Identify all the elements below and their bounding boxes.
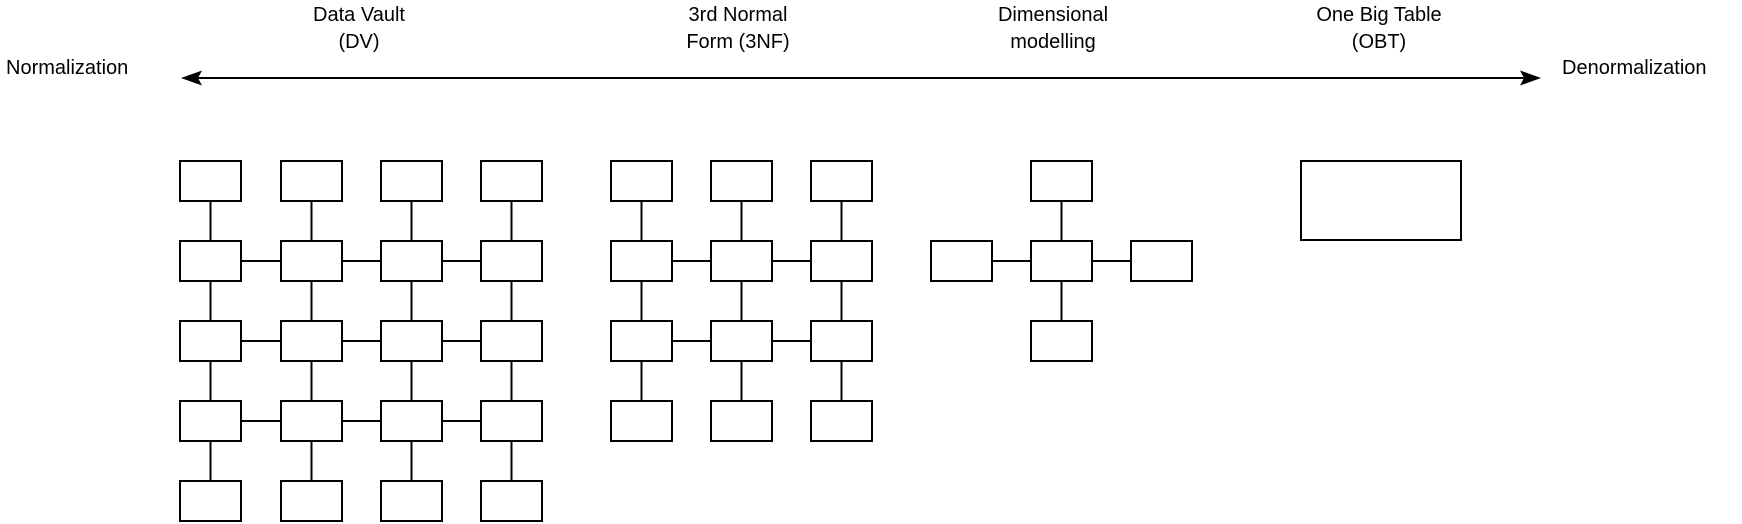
one-big-table-schema xyxy=(1300,160,1462,241)
table-box xyxy=(179,400,242,442)
table-box xyxy=(380,160,443,202)
third-normal-form-schema xyxy=(610,160,873,442)
table-box xyxy=(380,400,443,442)
table-box xyxy=(480,400,543,442)
table-box xyxy=(480,160,543,202)
method-label-line1: Dimensional xyxy=(997,4,1109,26)
table-box xyxy=(610,240,673,282)
table-box xyxy=(480,320,543,362)
table-box xyxy=(179,480,242,522)
table-box xyxy=(1030,160,1093,202)
table-box xyxy=(810,400,873,442)
method-label-line1: One Big Table xyxy=(1316,4,1442,26)
arrowhead-right-icon xyxy=(1520,70,1541,86)
spectrum-arrow xyxy=(181,70,1541,86)
method-label-line2: (OBT) xyxy=(1351,31,1407,53)
table-box xyxy=(930,240,993,282)
table-box xyxy=(280,320,343,362)
table-box xyxy=(810,240,873,282)
method-label-line2: Form (3NF) xyxy=(686,31,790,53)
table-box xyxy=(280,480,343,522)
table-box xyxy=(710,400,773,442)
table-box xyxy=(380,240,443,282)
arrowhead-left-icon xyxy=(181,70,202,86)
table-box xyxy=(280,160,343,202)
data-vault-schema xyxy=(179,160,543,522)
method-label-dimensional-modelling: Dimensional modelling xyxy=(903,2,1203,56)
method-label-line2: modelling xyxy=(1010,31,1096,53)
dimensional-star-schema xyxy=(930,160,1193,362)
table-box xyxy=(280,240,343,282)
method-label-data-vault: Data Vault (DV) xyxy=(209,2,509,56)
table-box xyxy=(1030,240,1093,282)
method-label-line2: (DV) xyxy=(338,31,380,53)
table-box xyxy=(1130,240,1193,282)
table-box xyxy=(710,240,773,282)
table-box xyxy=(480,240,543,282)
table-box xyxy=(380,480,443,522)
table-box xyxy=(1030,320,1093,362)
table-box xyxy=(610,160,673,202)
table-box xyxy=(1300,160,1462,241)
method-label-line1: 3rd Normal xyxy=(688,4,788,26)
table-box xyxy=(179,240,242,282)
method-label-one-big-table: One Big Table (OBT) xyxy=(1229,2,1529,56)
normalization-label: Normalization xyxy=(6,57,129,79)
table-box xyxy=(280,400,343,442)
table-box xyxy=(179,160,242,202)
method-label-third-normal-form: 3rd Normal Form (3NF) xyxy=(588,2,888,56)
table-box xyxy=(710,320,773,362)
denormalization-label: Denormalization xyxy=(1562,57,1707,79)
table-box xyxy=(610,400,673,442)
table-box xyxy=(710,160,773,202)
table-box xyxy=(810,320,873,362)
table-box xyxy=(610,320,673,362)
table-box xyxy=(810,160,873,202)
method-label-line1: Data Vault xyxy=(313,4,405,26)
table-box xyxy=(380,320,443,362)
table-box xyxy=(179,320,242,362)
table-box xyxy=(480,480,543,522)
